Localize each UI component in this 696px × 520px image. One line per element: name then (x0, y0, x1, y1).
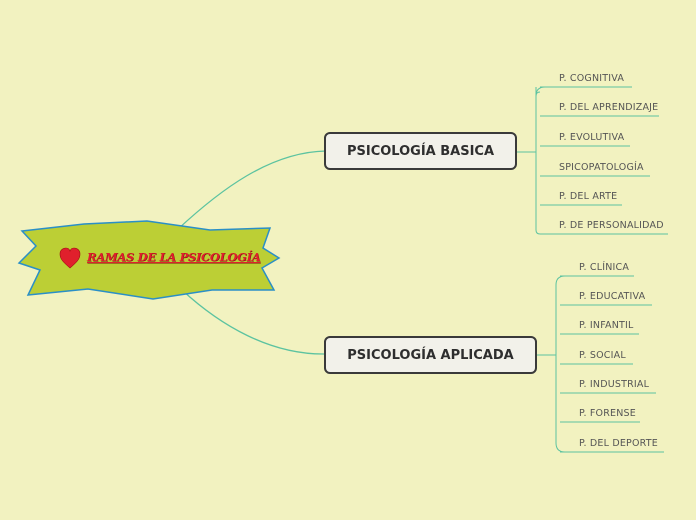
central-topic-shape[interactable] (17, 220, 281, 300)
subtopic-p-forense[interactable]: P. FORENSE (579, 408, 636, 419)
subtopic-p-cognitiva[interactable]: P. COGNITIVA (559, 73, 625, 84)
connector-basica (176, 150, 327, 231)
subtopic-p-del-deporte[interactable]: P. DEL DEPORTE (579, 438, 658, 449)
subtopic-p-del-aprendizaje[interactable]: P. DEL APRENDIZAJE (559, 102, 659, 113)
subtopic-p-evolutiva[interactable]: P. EVOLUTIVA (559, 132, 625, 143)
subtopic-p-educativa[interactable]: P. EDUCATIVA (579, 291, 646, 302)
connectors-aplicada-children (537, 275, 664, 453)
branch-psicologia-aplicada[interactable]: PSICOLOGÍA APLICADA (324, 336, 537, 374)
subtopic-p-de-personalidad[interactable]: P. DE PERSONALIDAD (559, 220, 664, 231)
subtopic-p-clinica[interactable]: P. CLÍNICA (579, 262, 630, 273)
subtopic-spicopatologia[interactable]: SPICOPATOLOGÍA (559, 162, 644, 173)
subtopic-p-del-arte[interactable]: P. DEL ARTE (559, 191, 618, 202)
central-topic-title[interactable]: RAMAS DE LA PSICOLOGÍA (87, 250, 261, 264)
connectors-basica-children (516, 86, 668, 235)
subtopic-p-industrial[interactable]: P. INDUSTRIAL (579, 379, 650, 390)
subtopic-p-infantil[interactable]: P. INFANTIL (579, 320, 634, 331)
subtopic-p-social[interactable]: P. SOCIAL (579, 350, 626, 361)
connector-aplicada (181, 289, 327, 355)
heart-icon (59, 247, 81, 269)
branch-psicologia-basica[interactable]: PSICOLOGÍA BASICA (324, 132, 517, 170)
